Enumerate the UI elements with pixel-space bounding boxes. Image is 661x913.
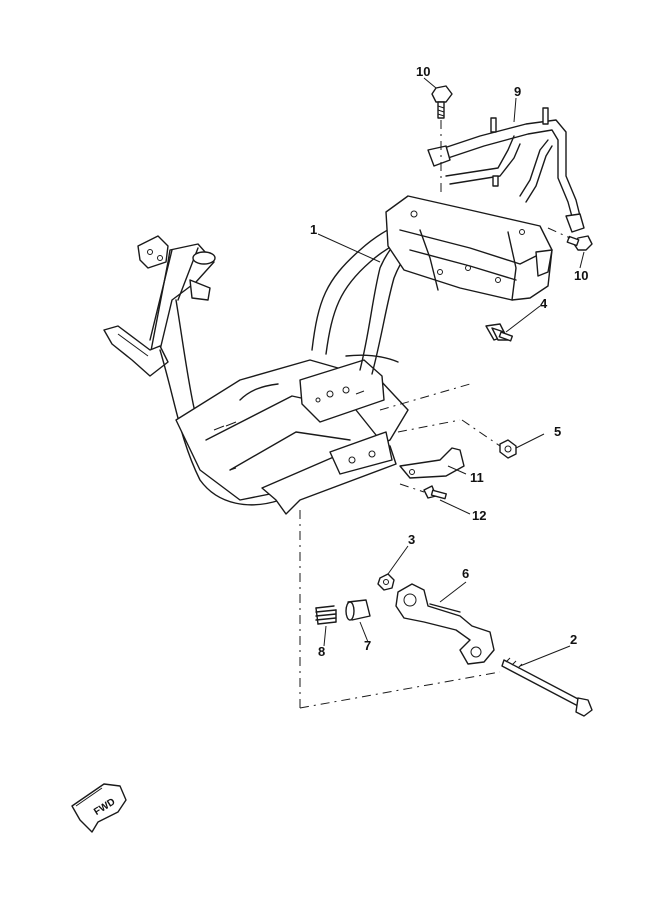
main-frame — [103, 195, 553, 515]
bolt-part-2 — [501, 657, 593, 717]
callout-4: 4 — [540, 296, 548, 311]
stand-part-6 — [395, 583, 495, 665]
assembly-leader-lines — [299, 383, 501, 709]
callout-1: 1 — [310, 222, 317, 237]
callout-labels: 1 2 3 4 5 6 7 8 9 10 10 11 12 — [310, 64, 588, 659]
callout-12: 12 — [472, 508, 486, 523]
callout-5: 5 — [554, 424, 561, 439]
bolt-part-4 — [491, 327, 514, 342]
callout-10-top: 10 — [416, 64, 430, 79]
bracket-part-11 — [399, 447, 465, 479]
grab-rail-part-9 — [427, 107, 585, 233]
callout-8: 8 — [318, 644, 325, 659]
callout-9: 9 — [514, 84, 521, 99]
bolt-part-10-top — [431, 85, 453, 196]
callout-2: 2 — [570, 632, 577, 647]
callout-10-right: 10 — [574, 268, 588, 283]
bolt-part-12 — [399, 483, 447, 500]
nut-part-5 — [461, 419, 517, 459]
bolt-part-10-right — [547, 227, 593, 251]
collar-part-7 — [345, 599, 371, 621]
nut-part-3 — [377, 573, 395, 591]
spring-part-8 — [315, 605, 337, 625]
callout-leaders — [317, 77, 585, 667]
forward-direction-arrow: FWD — [71, 783, 127, 833]
callout-3: 3 — [408, 532, 415, 547]
callout-7: 7 — [364, 638, 371, 653]
callout-6: 6 — [462, 566, 469, 581]
callout-11: 11 — [470, 470, 484, 485]
